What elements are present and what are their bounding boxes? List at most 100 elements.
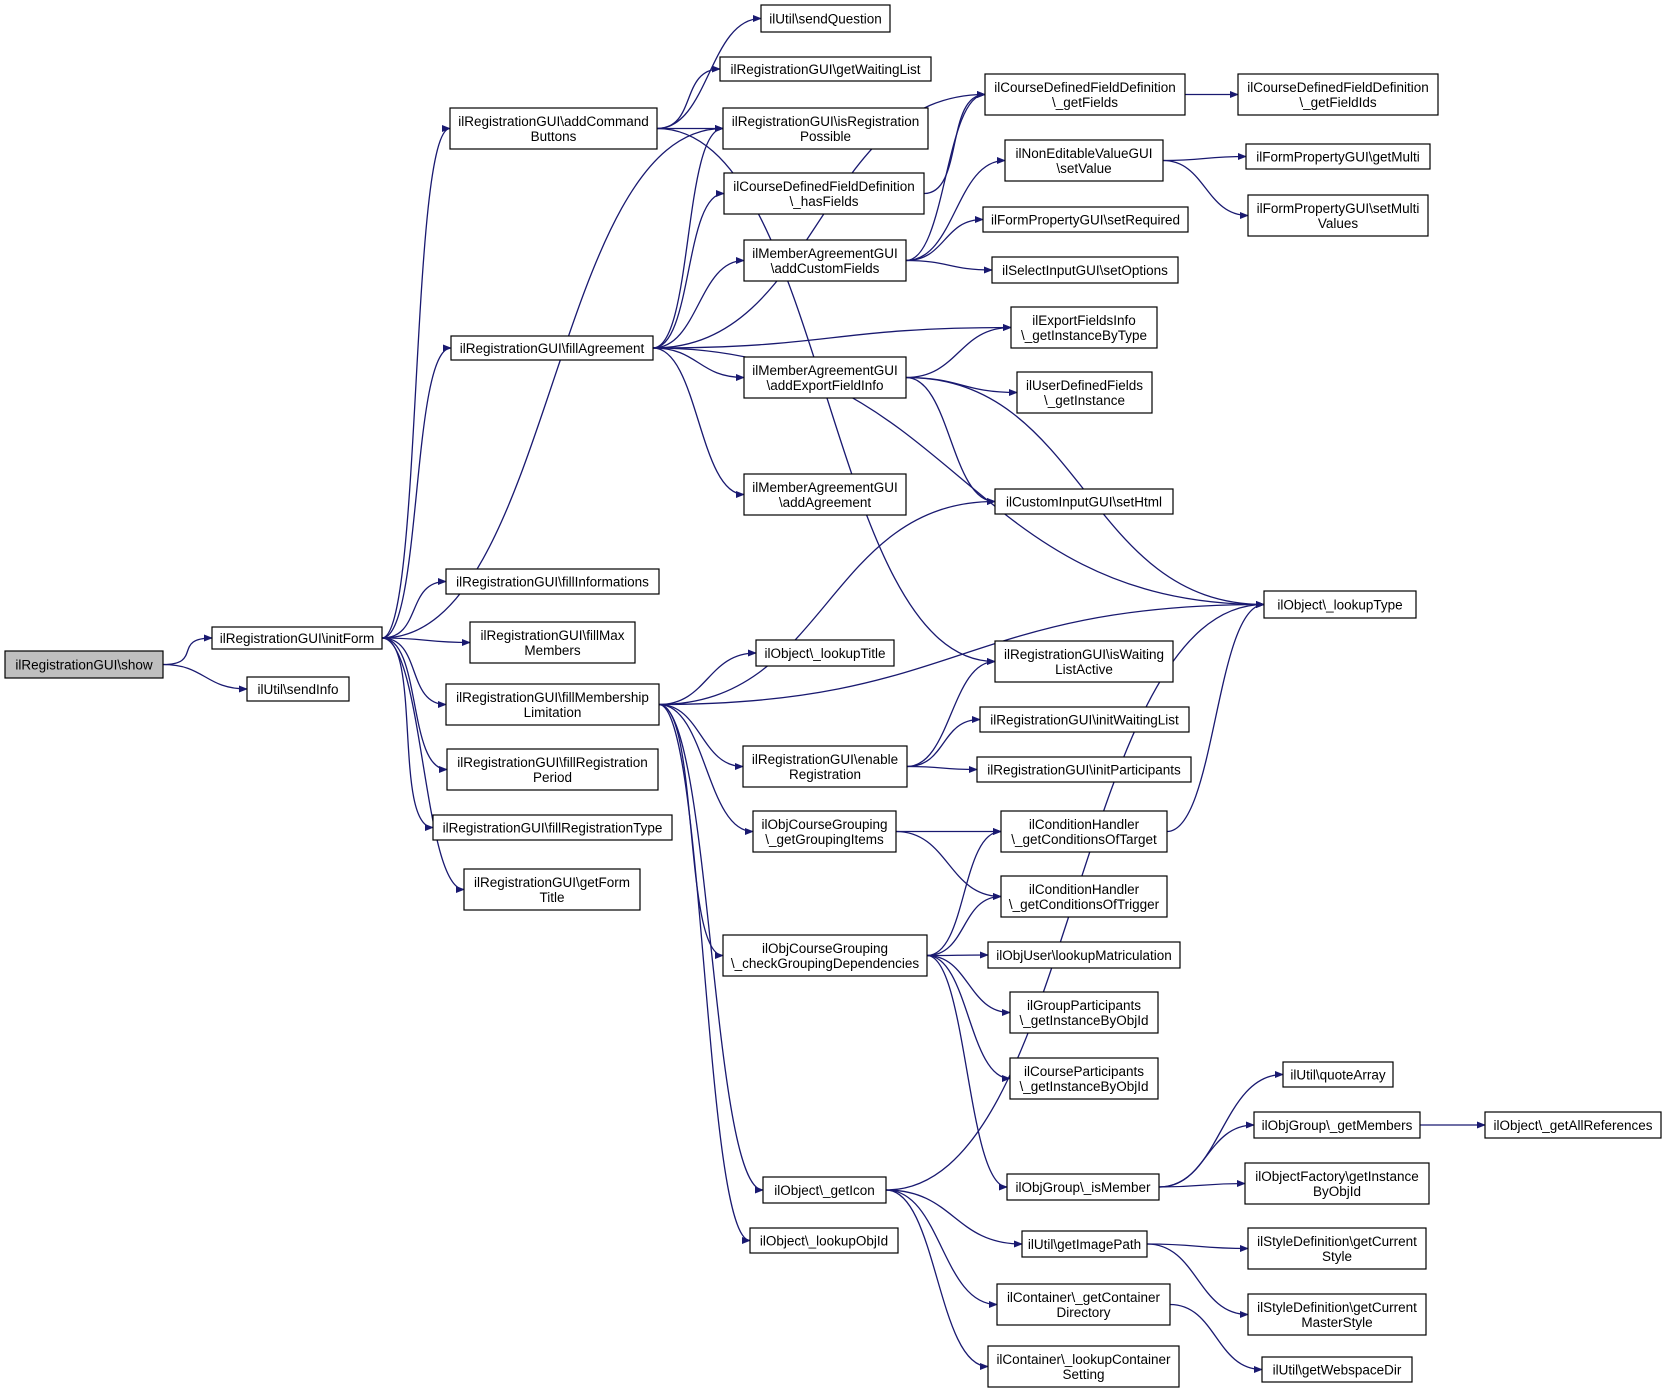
node-get-instance-by-type: ilExportFieldsInfo\_getInstanceByType	[1010, 306, 1158, 349]
node-label: Setting	[1062, 1367, 1104, 1382]
node-label: ilRegistrationGUI\fillInformations	[456, 575, 649, 590]
edge-nev-set-value-to-set-multi-values	[1162, 159, 1249, 220]
node-quote-array: ilUtil\quoteArray	[1282, 1061, 1394, 1088]
node-box	[4, 650, 164, 679]
edge-fill-agreement-to-add-export-field-info	[652, 347, 745, 382]
node-label: ilObject\_lookupObjId	[760, 1234, 888, 1249]
node-label: Members	[524, 643, 581, 658]
node-label: ilExportFieldsInfo	[1032, 313, 1136, 328]
node-show: ilRegistrationGUI\show	[4, 650, 164, 679]
node-label: ilMemberAgreementGUI	[752, 480, 898, 495]
node-label: \_getInstance	[1044, 393, 1125, 408]
node-label: ilObject\_lookupTitle	[764, 646, 885, 661]
node-init-participants: ilRegistrationGUI\initParticipants	[976, 756, 1192, 783]
node-box	[976, 756, 1192, 783]
edge-show-to-send-info	[162, 663, 248, 693]
node-label: \_getInstanceByType	[1021, 328, 1147, 343]
node-label: ilMemberAgreementGUI	[752, 363, 898, 378]
node-label: Buttons	[531, 129, 577, 144]
node-set-html: ilCustomInputGUI\setHtml	[994, 488, 1174, 515]
node-label: ilCustomInputGUI\setHtml	[1006, 495, 1162, 510]
edge-is-member-to-get-instance-by-obj-id	[1158, 1179, 1246, 1188]
node-label: ilSelectInputGUI\setOptions	[1002, 263, 1168, 278]
node-label: ilRegistrationGUI\isWaiting	[1004, 647, 1164, 662]
node-box	[991, 256, 1179, 284]
node-label: ilObject\_getIcon	[774, 1183, 875, 1198]
node-send-info: ilUtil\sendInfo	[246, 676, 350, 702]
node-label: ilObjGroup\_isMember	[1015, 1180, 1151, 1195]
node-box	[1009, 991, 1159, 1034]
node-box	[982, 206, 1189, 233]
node-box	[743, 473, 907, 516]
node-get-grouping-items: ilObjCourseGrouping\_getGroupingItems	[752, 810, 897, 853]
node-fill-registration-type: ilRegistrationGUI\fillRegistrationType	[432, 814, 673, 841]
node-box	[1021, 1230, 1148, 1258]
node-box	[463, 868, 641, 911]
node-label: Period	[533, 770, 572, 785]
node-box	[1244, 1162, 1430, 1205]
edge-add-custom-fields-to-set-options	[905, 259, 993, 274]
edge-init-form-to-fill-registration-type	[381, 637, 434, 832]
node-label: ilRegistrationGUI\initWaitingList	[990, 713, 1179, 728]
node-get-members: ilObjGroup\_getMembers	[1253, 1111, 1421, 1139]
node-lookup-title: ilObject\_lookupTitle	[755, 639, 895, 667]
node-get-instance-by-obj-id: ilObjectFactory\getInstanceByObjId	[1244, 1162, 1430, 1205]
node-box	[722, 107, 929, 150]
node-label: \_hasFields	[789, 194, 858, 209]
node-cdf-get-field-ids: ilCourseDefinedFieldDefinition\_getField…	[1237, 73, 1439, 116]
node-box	[994, 488, 1174, 515]
edge-get-icon-to-get-container-directory	[885, 1189, 998, 1309]
edge-init-form-to-fill-registration-period	[381, 637, 448, 774]
edge-init-form-to-is-registration-possible	[381, 124, 724, 639]
node-label: \_getConditionsOfTrigger	[1009, 897, 1160, 912]
node-label: \addExportFieldInfo	[766, 378, 883, 393]
node-send-question: ilUtil\sendQuestion	[760, 4, 891, 33]
edge-init-form-to-fill-informations	[381, 577, 447, 639]
node-box	[755, 639, 895, 667]
node-label: \_getGroupingItems	[765, 832, 884, 847]
node-label: ListActive	[1055, 662, 1113, 677]
node-label: \_getFieldIds	[1299, 95, 1377, 110]
node-label: ilObjGroup\_getMembers	[1262, 1118, 1413, 1133]
node-label: ilUtil\sendQuestion	[769, 12, 882, 27]
node-set-options: ilSelectInputGUI\setOptions	[991, 256, 1179, 284]
node-label: \addCustomFields	[771, 261, 880, 276]
edge-fill-agreement-to-is-registration-possible	[652, 124, 724, 349]
node-box	[1245, 143, 1431, 170]
edge-add-custom-fields-to-set-required	[905, 215, 984, 262]
node-label: ilObject\_getAllReferences	[1493, 1118, 1652, 1133]
node-label: ilObject\_lookupType	[1277, 598, 1402, 613]
node-box	[743, 239, 907, 282]
node-label: ilRegistrationGUI\addCommand	[458, 114, 649, 129]
node-label: ilFormPropertyGUI\setMulti	[1257, 201, 1420, 216]
edge-add-custom-fields-to-nev-set-value	[905, 156, 1006, 262]
edge-fill-membership-limitation-to-get-grouping-items	[658, 703, 754, 836]
edge-is-member-to-get-members	[1158, 1121, 1255, 1188]
node-get-webspace-dir: ilUtil\getWebspaceDir	[1261, 1356, 1413, 1383]
node-box	[743, 356, 907, 399]
edge-add-export-field-info-to-get-instance-by-type	[905, 323, 1012, 379]
edge-init-form-to-add-command-buttons	[381, 125, 451, 639]
node-box	[446, 748, 659, 791]
node-box	[994, 640, 1174, 683]
node-label: ilObjUser\lookupMatriculation	[996, 948, 1172, 963]
edge-nev-set-value-to-get-multi	[1162, 152, 1247, 162]
node-label: ilContainer\_getContainer	[1007, 1290, 1161, 1305]
edge-enable-registration-to-is-waiting-list-active	[906, 657, 996, 768]
node-label: Style	[1322, 1249, 1352, 1264]
node-lookup-matriculation: ilObjUser\lookupMatriculation	[987, 941, 1181, 969]
node-label: \_getFields	[1052, 95, 1118, 110]
node-nev-set-value: ilNonEditableValueGUI\setValue	[1004, 139, 1164, 182]
node-label: ilRegistrationGUI\fillAgreement	[460, 341, 645, 356]
edge-fill-agreement-to-add-agreement	[652, 347, 745, 499]
node-box	[722, 934, 928, 977]
node-box	[432, 814, 673, 841]
edge-add-export-field-info-to-set-html	[905, 376, 996, 506]
node-label: ilRegistrationGUI\initParticipants	[987, 763, 1181, 778]
